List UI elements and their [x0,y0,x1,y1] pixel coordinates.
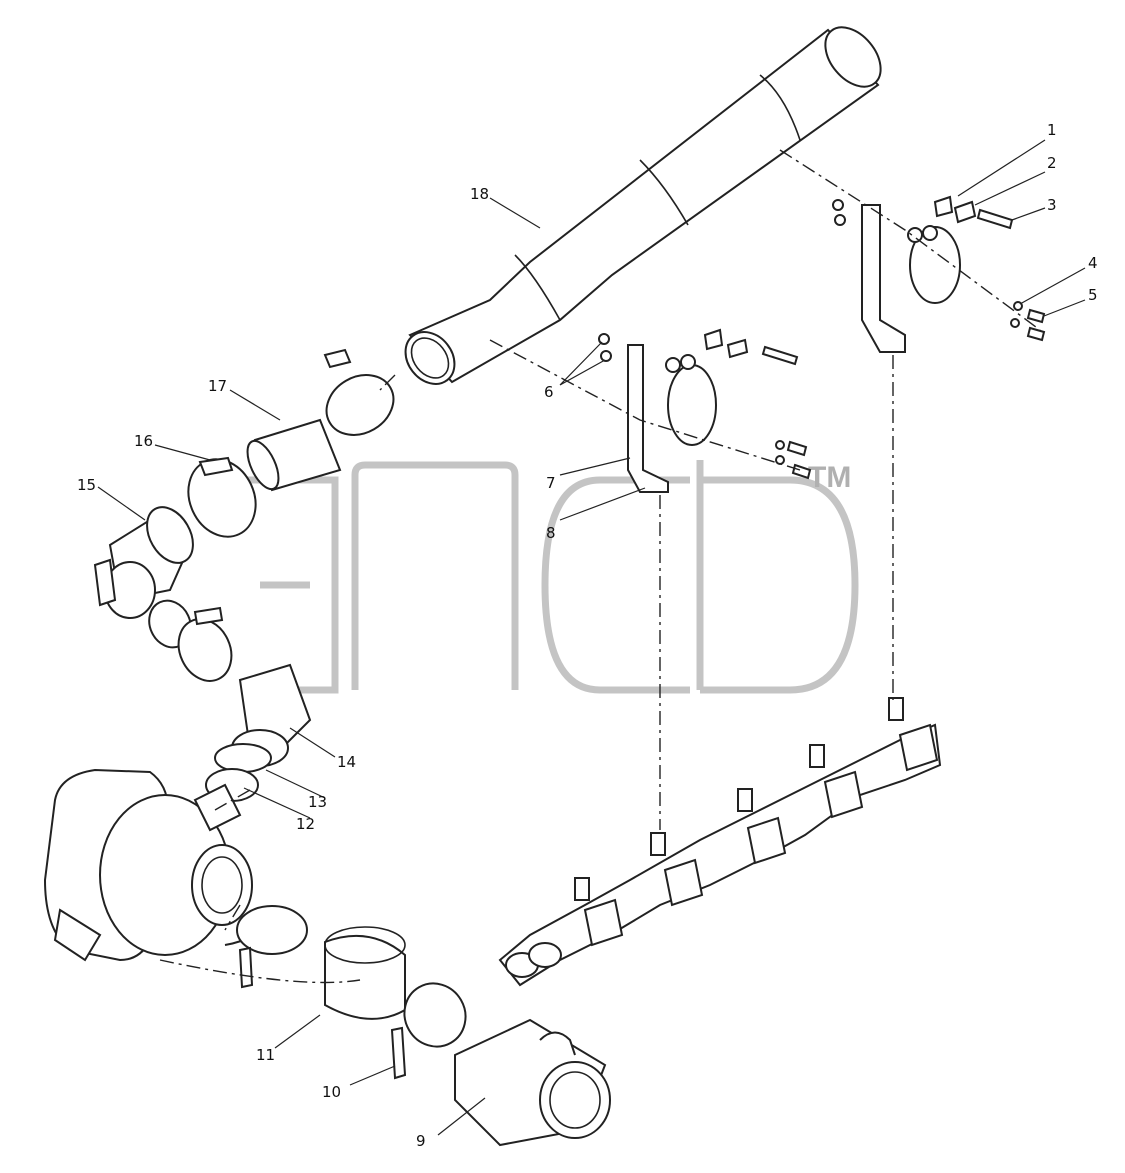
callout-14: 14 [337,753,356,771]
middle-bracket-assembly [598,328,812,493]
callout-8: 8 [546,524,556,542]
turbocharger [43,768,281,962]
callout-17: 17 [208,377,227,395]
callout-9: 9 [416,1132,426,1150]
callout-7: 7 [546,474,556,492]
callout-10: 10 [322,1083,341,1101]
callout-18: 18 [470,185,489,203]
callout-3: 3 [1047,196,1057,214]
trademark-mark: TM [808,461,851,494]
watermark-logo: TM [245,460,859,694]
callout-4: 4 [1088,254,1098,272]
assembly-centerlines [159,149,1041,984]
callout-11: 11 [256,1046,275,1064]
lower-coupling-chain [236,905,611,1147]
callout-13: 13 [308,793,327,811]
callout-16: 16 [134,432,153,450]
callout-1: 1 [1047,121,1057,139]
exhaust-pipe [404,26,882,385]
callout-5: 5 [1088,286,1098,304]
callout-labels: 1 2 3 4 5 6 7 8 9 10 11 12 13 14 15 16 1… [77,121,1098,1150]
callout-2: 2 [1047,154,1057,172]
callout-12: 12 [296,815,315,833]
callout-6: 6 [544,383,554,401]
upper-bracket-assembly [832,195,1046,353]
upper-coupling-chain [93,348,395,802]
exhaust-manifold [498,697,942,987]
callout-15: 15 [77,476,96,494]
leader-lines [97,139,1086,1136]
